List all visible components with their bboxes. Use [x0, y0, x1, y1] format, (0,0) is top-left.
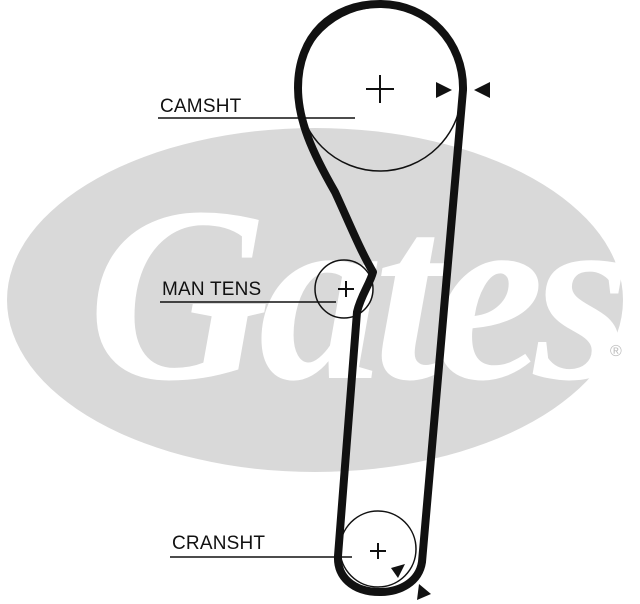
crankshaft-label: CRANSHT	[172, 533, 265, 554]
tensioner-center-cross	[338, 281, 354, 297]
camshaft-label: CAMSHT	[160, 96, 242, 117]
gates-watermark: Gates ®	[7, 128, 634, 472]
timing-belt	[294, 0, 468, 596]
label-tensioner: MAN TENS	[160, 279, 336, 303]
watermark-oval	[7, 128, 623, 472]
camshaft-mark-left-arrow	[436, 82, 452, 98]
pulley-centers	[338, 75, 394, 559]
crankshaft-mark-outer-arrow	[417, 584, 431, 600]
crankshaft-mark-inner-arrow	[391, 564, 405, 578]
tensioner-pulley	[314, 259, 374, 319]
camshaft-timing-mark	[436, 82, 490, 98]
registered-mark: ®	[610, 343, 622, 360]
label-camshaft: CAMSHT	[158, 96, 355, 119]
tensioner-label: MAN TENS	[162, 279, 261, 300]
camshaft-center-cross	[366, 75, 394, 103]
camshaft-mark-right-arrow	[474, 82, 490, 98]
label-crankshaft: CRANSHT	[170, 533, 352, 558]
crankshaft-center-cross	[370, 543, 386, 559]
crankshaft-timing-mark	[391, 564, 431, 600]
